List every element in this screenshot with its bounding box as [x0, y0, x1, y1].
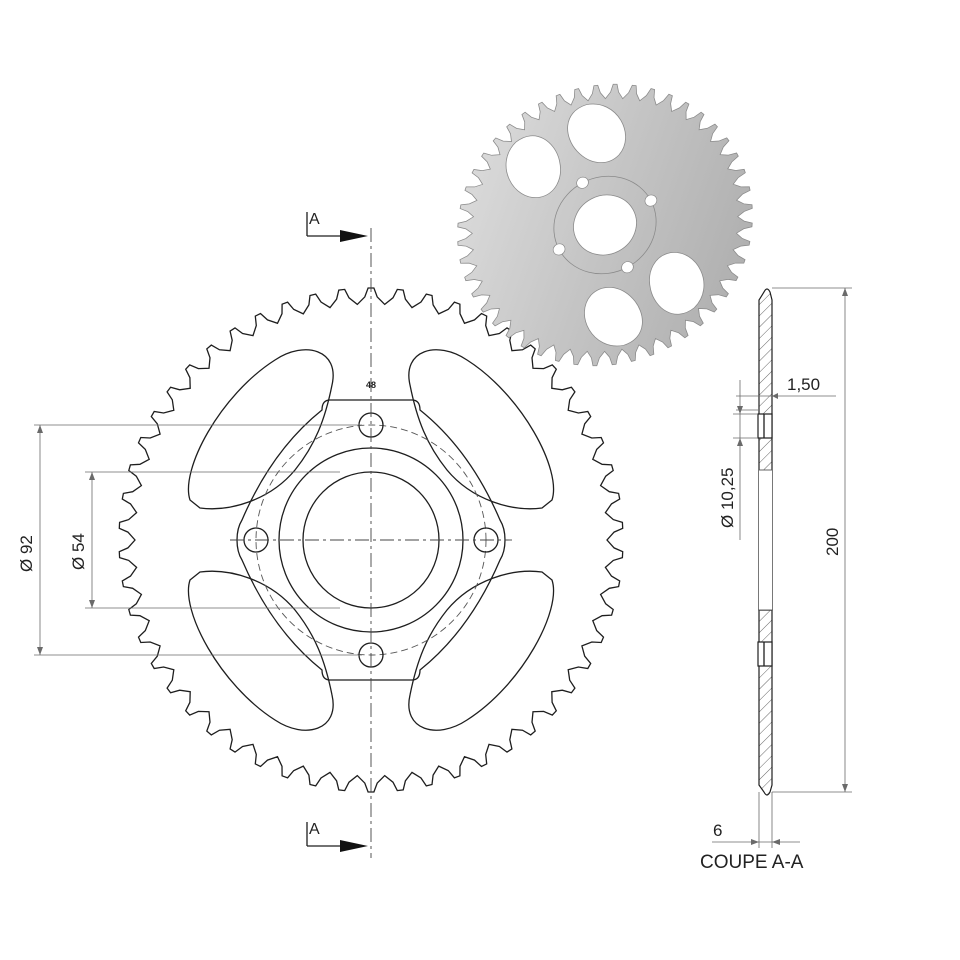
bolt-circle-dim-label: Ø 92 [17, 535, 36, 572]
sprocket-outline [118, 287, 624, 793]
section-bolt-hole-lower [757, 641, 773, 667]
cutout-bottom-left [187, 570, 334, 731]
dimension-hole-diameter: Ø 10,25 [718, 380, 758, 540]
section-arrow-bottom: A [306, 821, 368, 852]
dimension-outer-diameter: 200 [772, 287, 852, 793]
section-bolt-hole-upper [757, 413, 773, 439]
hole-diameter-dim-label: Ø 10,25 [718, 468, 737, 529]
outer-diameter-dim-label: 200 [823, 528, 842, 556]
render-bolt-hole-4 [644, 194, 658, 207]
cutout-bottom-right [408, 570, 555, 731]
dimension-bore: Ø 54 [69, 471, 340, 609]
sprocket-3d-render [457, 83, 753, 367]
cutout-top-left [187, 349, 334, 510]
front-view: 48 A A Ø 92 [17, 211, 624, 858]
render-bore [573, 194, 637, 256]
render-bolt-hole-1 [576, 176, 589, 189]
hub-boss [236, 399, 506, 681]
bore-dim-label: Ø 54 [69, 533, 88, 570]
dimension-thickness: 6 [712, 792, 800, 848]
section-bore [759, 470, 772, 610]
chamfer-dim-label: 1,50 [787, 375, 820, 394]
section-arrow-top: A [306, 211, 368, 242]
cutout-top-right [408, 349, 555, 510]
render-cutout-2 [567, 103, 626, 163]
section-view: 200 Ø 10,25 1,50 6 COUPE A-A [700, 287, 852, 873]
section-title: COUPE A-A [700, 852, 804, 873]
section-label-bottom: A [309, 821, 320, 838]
render-cutout-3 [584, 287, 643, 347]
dimension-chamfer: 1,50 [736, 375, 836, 411]
render-cutout-4 [649, 252, 705, 315]
section-label-top: A [309, 211, 320, 228]
teeth-count-label: 48 [366, 380, 376, 390]
section-plate-lower [758, 609, 773, 796]
thickness-dim-label: 6 [713, 821, 722, 840]
lightening-cutouts [187, 349, 555, 731]
render-bolt-hole-2 [621, 261, 634, 274]
render-cutout-1 [505, 135, 561, 198]
render-bolt-hole-3 [552, 243, 566, 256]
dimension-bolt-circle: Ø 92 [17, 424, 362, 656]
